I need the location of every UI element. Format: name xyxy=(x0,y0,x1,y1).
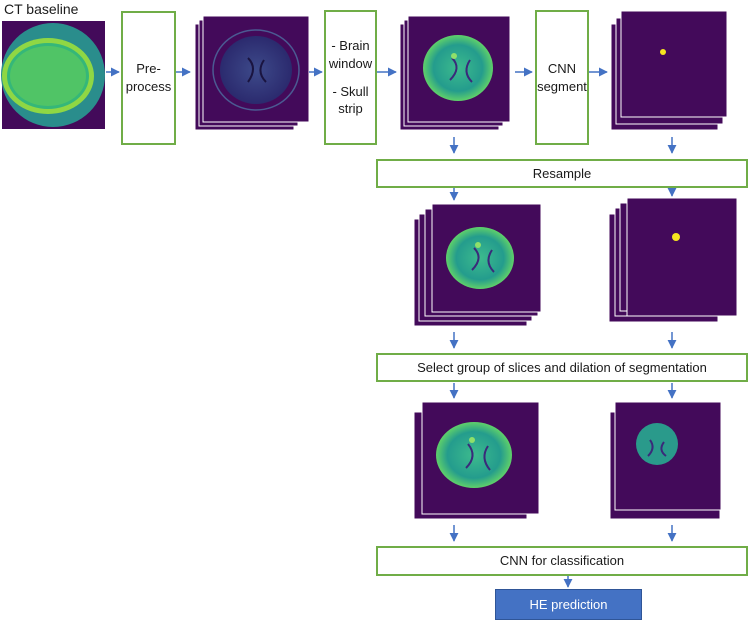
ct-baseline-image xyxy=(1,21,105,129)
ct-baseline-label: CT baseline xyxy=(4,1,79,17)
resampled-segmentation-stack xyxy=(608,197,738,323)
resample-box: Resample xyxy=(376,159,748,188)
stripped-slice-stack xyxy=(399,15,511,131)
selected-segmentation-slices xyxy=(609,401,722,520)
preprocess-box: Pre- process xyxy=(121,11,176,145)
cnn-classification-box: CNN for classification xyxy=(376,546,748,576)
he-prediction-box: HE prediction xyxy=(495,589,642,620)
brain-window-label: - Brain window xyxy=(328,38,373,71)
skull-strip-label: - Skull strip xyxy=(332,83,369,117)
selected-brain-slices xyxy=(413,401,540,520)
cnn-segment-box: CNN segment xyxy=(535,10,589,145)
segmentation-slice-stack xyxy=(610,10,728,131)
brain-window-skull-strip-box: - Brain window - Skull strip xyxy=(324,10,377,145)
preprocessed-slice-stack xyxy=(194,15,310,131)
select-slices-dilation-box: Select group of slices and dilation of s… xyxy=(376,353,748,382)
flow-arrows xyxy=(106,67,677,588)
resampled-brain-stack xyxy=(413,203,542,327)
